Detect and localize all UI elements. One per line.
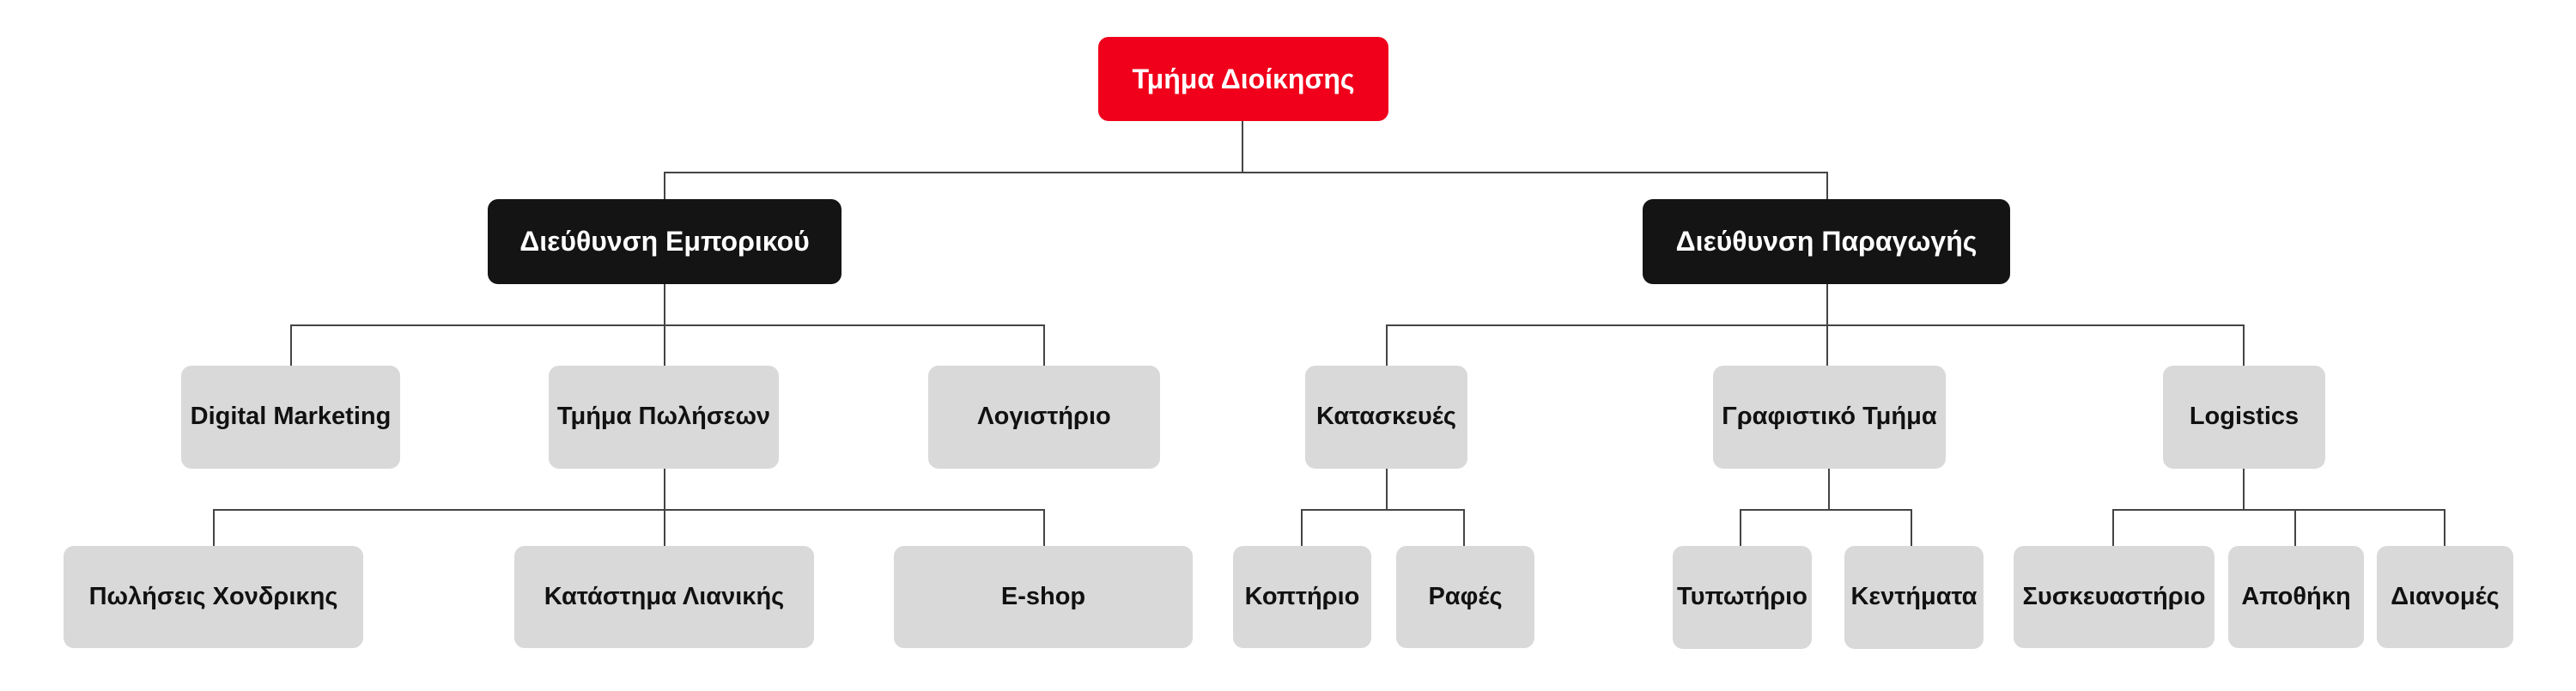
connector-graphics-down — [1828, 469, 1830, 509]
connector-to-wholesale — [213, 509, 215, 549]
node-distribution: Διανομές — [2377, 546, 2513, 648]
connector-root-down — [1242, 120, 1243, 173]
connector-logistics-down — [2243, 469, 2245, 509]
connector-to-production — [1826, 172, 1828, 201]
node-warehouse: Αποθήκη — [2228, 546, 2364, 648]
connector-commercial-bus — [290, 324, 1045, 326]
connector-to-packaging — [2112, 509, 2114, 549]
connector-sales-bus — [213, 509, 1045, 511]
connector-logistics-bus — [2112, 509, 2445, 511]
node-constructions: Κατασκευές — [1305, 366, 1467, 469]
node-cutting: Κοπτήριο — [1233, 546, 1371, 648]
connector-to-embroidery — [1911, 509, 1912, 549]
node-commercial-director: Διεύθυνση Εμπορικού — [488, 199, 841, 284]
connector-to-commercial — [664, 172, 665, 201]
connector-constructions-bus — [1301, 509, 1465, 511]
connector-to-printing — [1740, 509, 1741, 549]
node-eshop: E-shop — [894, 546, 1193, 648]
connector-to-distribution — [2444, 509, 2445, 549]
node-printing: Τυπωτήριο — [1673, 546, 1812, 649]
node-retail: Κατάστημα Λιανικής — [514, 546, 814, 648]
connector-to-eshop — [1043, 509, 1045, 549]
connector-to-warehouse — [2294, 509, 2296, 549]
connector-to-cutting — [1301, 509, 1303, 549]
connector-to-digital-marketing — [290, 324, 292, 369]
node-graphics: Γραφιστικό Τμήμα — [1713, 366, 1946, 469]
node-packaging: Συσκευαστήριο — [2014, 546, 2215, 648]
node-production-director: Διεύθυνση Παραγωγής — [1643, 199, 2010, 284]
node-accounting: Λογιστήριο — [928, 366, 1160, 469]
connector-to-accounting — [1043, 324, 1045, 369]
connector-constructions-down — [1386, 469, 1388, 509]
node-digital-marketing: Digital Marketing — [181, 366, 400, 469]
connector-to-sewing — [1463, 509, 1465, 549]
node-embroidery: Κεντήματα — [1844, 546, 1984, 649]
connector-production-bus — [1386, 324, 2245, 326]
node-root: Τμήμα Διοίκησης — [1098, 37, 1388, 121]
node-logistics: Logistics — [2163, 366, 2325, 469]
connector-to-logistics — [2243, 324, 2245, 369]
node-wholesale: Πωλήσεις Χονδρικης — [64, 546, 363, 648]
connector-graphics-bus — [1740, 509, 1912, 511]
connector-to-constructions — [1386, 324, 1388, 369]
node-sewing: Ραφές — [1396, 546, 1534, 648]
node-sales: Τμήμα Πωλήσεων — [549, 366, 779, 469]
connector-root-bus — [664, 172, 1828, 173]
